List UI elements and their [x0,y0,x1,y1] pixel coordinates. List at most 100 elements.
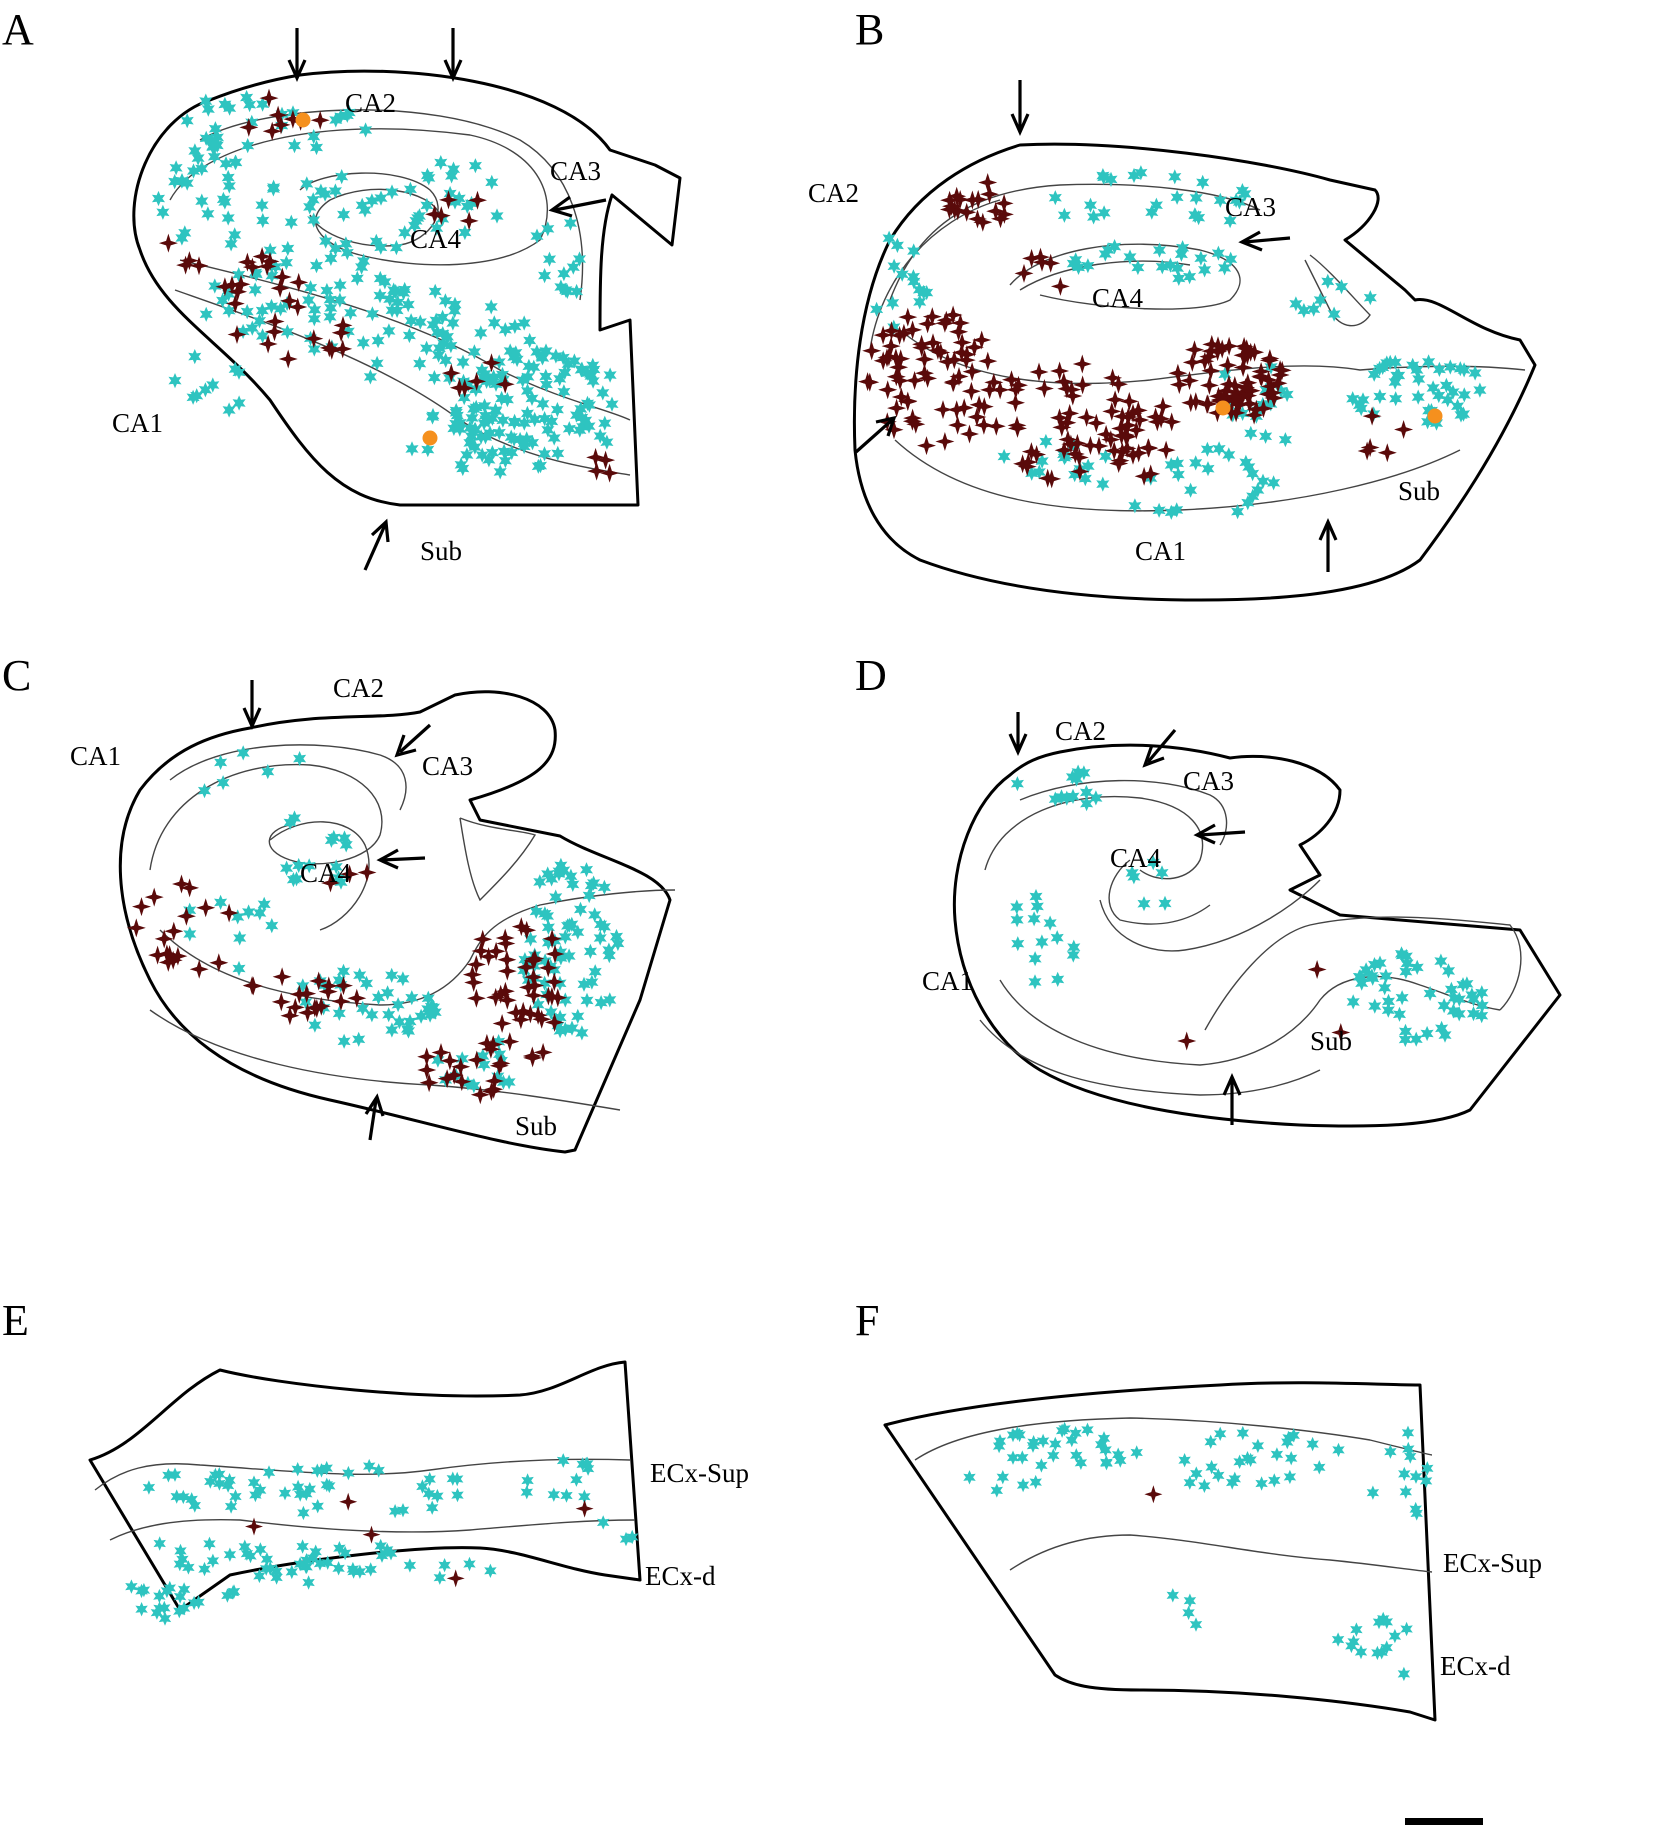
cyan-star-marker [583,943,597,959]
cyan-star-marker [468,158,482,174]
dark-diamond-marker [500,1032,520,1052]
cyan-star-marker [1368,998,1382,1014]
cell-layer-outer-a [199,109,584,301]
cyan-star-marker [605,396,619,412]
cyan-star-marker [1212,1468,1225,1483]
hippocampus-outline-c [118,690,672,1154]
arrow-ca2-right-a [443,28,463,82]
cyan-star-marker [381,985,395,1001]
cyan-star-marker [254,1542,267,1557]
cyan-star-marker [427,370,441,386]
ca-layer-outer-d [1019,779,1228,846]
cyan-star-marker [547,1487,561,1502]
dark-diamond-marker [497,950,517,970]
dark-diamond-marker [1050,276,1070,296]
cyan-star-marker [335,169,349,185]
cyan-star-marker [556,1453,570,1468]
dark-diamond-marker [903,320,923,340]
cyan-star-marker [560,1488,573,1503]
label-ca1-a: CA1 [112,408,163,438]
cyan-star-marker [309,139,324,156]
cyan-star-marker [1398,1466,1411,1482]
cyan-star-marker [256,212,270,229]
label-ca3-c: CA3 [422,751,473,781]
panel-letter-d: D [855,651,887,700]
dark-diamond-marker [1014,263,1034,283]
dark-diamond-marker [1006,380,1026,400]
dark-diamond-marker [877,348,897,368]
dark-diamond-marker [961,381,981,401]
cyan-star-marker [1346,994,1360,1010]
cyan-star-marker [1419,1473,1433,1489]
ca1-layer-lower-c [149,1009,621,1111]
panel-e: E ECx-Sup ECx-d [2,1296,749,1626]
dark-diamond-marker [898,307,918,327]
cyan-star-marker [371,989,386,1005]
cyan-star-marker [1255,1476,1268,1491]
cyan-star-marker [333,277,347,293]
cyan-star-marker [396,971,410,987]
label-ca1-b: CA1 [1135,536,1186,566]
layer-boundary-lower-f [1009,1534,1433,1573]
cyan-star-marker [382,323,396,339]
cyan-star-marker [551,445,565,461]
cyan-star-marker [451,1487,464,1503]
cyan-star-marker [223,1547,237,1562]
label-sub-b: Sub [1398,476,1440,506]
cyan-star-marker [169,160,183,176]
cyan-star-marker [521,1473,534,1488]
cyan-star-marker [255,303,269,319]
cyan-star-marker [1010,776,1024,792]
cyan-star-marker [280,860,294,876]
cyan-star-marker [1251,1438,1265,1453]
cyan-star-marker [1363,290,1377,306]
cyan-star-marker [1029,1474,1042,1490]
label-ca4-b: CA4 [1092,283,1144,313]
cyan-star-marker [1283,1469,1297,1485]
cyan-star-marker [1189,1617,1203,1632]
dark-diamond-marker [459,211,479,231]
dark-diamond-marker [1360,438,1380,457]
cyan-star-marker [365,1007,379,1023]
cyan-star-marker [1047,1448,1060,1463]
cyan-star-marker [1178,1453,1191,1468]
cyan-star-marker [232,267,246,283]
label-ca2-d: CA2 [1055,716,1106,746]
dark-diamond-marker [242,976,262,995]
cyan-star-marker [233,930,247,946]
dg-loop-b [1304,254,1371,327]
dark-diamond-marker [270,278,290,298]
cyan-star-marker [425,1500,439,1515]
dark-diamond-marker [600,463,620,483]
cyan-star-marker [558,992,572,1008]
cyan-star-marker [1212,441,1226,457]
cyan-star-marker [1388,1628,1402,1644]
dark-diamond-marker [245,1517,263,1536]
cyan-star-marker [359,122,373,138]
cyan-star-marker [1168,169,1182,185]
cyan-star-marker [1366,1485,1380,1500]
arrow-ca1-left-b [854,415,897,454]
label-ca1-d: CA1 [922,966,973,996]
cyan-star-marker [1123,249,1137,265]
cyan-star-marker [1306,1436,1319,1452]
dark-diamond-marker [1307,960,1327,979]
cell-layer-inner-a [169,128,548,266]
cyan-star-marker [580,992,594,1008]
cyan-star-marker [557,384,571,400]
label-ecx-d-f: ECx-d [1440,1651,1511,1681]
ca1-layer-lower-a [174,289,631,476]
cyan-star-marker [1028,974,1042,990]
cyan-star-marker [232,960,246,977]
cyan-star-marker [420,340,434,356]
cyan-star-marker [364,1562,377,1577]
cyan-star-marker [281,240,295,257]
cyan-star-marker [433,1570,447,1585]
dark-diamond-marker [1169,375,1189,395]
dark-diamond-marker [935,432,955,451]
label-sub-c: Sub [515,1111,557,1141]
cyan-star-marker [438,1558,451,1573]
cyan-star-marker [307,129,321,145]
panel-letter-e: E [2,1296,29,1345]
dark-diamond-marker [189,959,209,979]
